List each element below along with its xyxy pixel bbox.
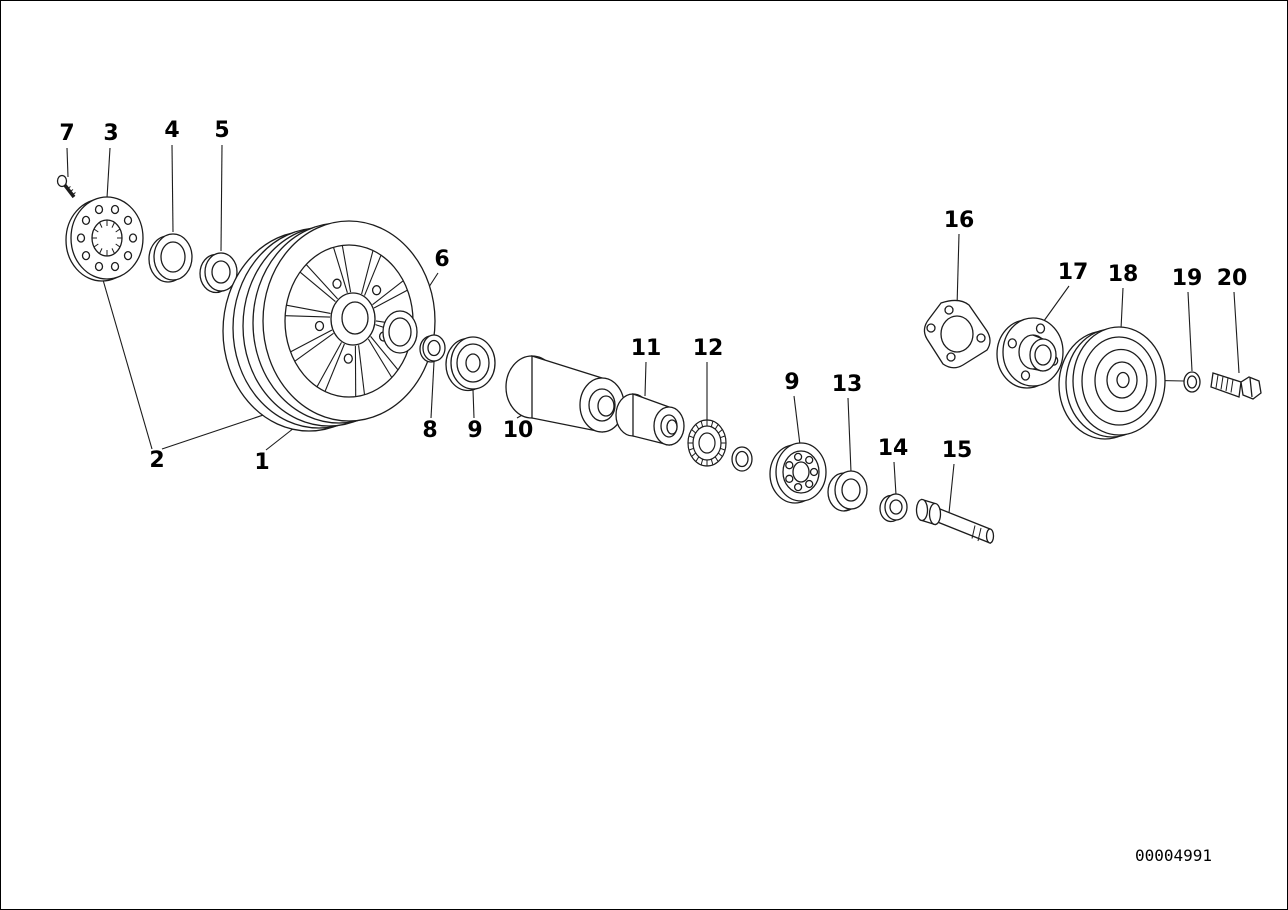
part-label-15: 15 [941,438,973,463]
part-label-5: 5 [214,118,230,143]
part-19-washer-drawing [1183,371,1201,393]
part-16-gasket-drawing [923,299,991,369]
part-15-axle-drawing [915,498,995,544]
part-label-20: 20 [1216,266,1248,291]
part-label-14: 14 [877,436,909,461]
part-10-spacer-drawing [505,355,625,433]
part-label-10: 10 [502,418,534,443]
wheel-spokes [285,245,413,397]
part-label-9-rear: 9 [784,370,800,395]
part-9-bearing-rear-drawing [769,442,827,504]
part-11-bushing-drawing [615,393,685,446]
part-5-bushing-drawing [199,252,238,294]
part-9-bearing-front-drawing [445,336,496,392]
part-14-bushing-drawing [879,493,908,523]
diagram-number: 00004991 [1135,846,1213,865]
part-4-washer-drawing [148,233,193,283]
part-label-19: 19 [1171,266,1203,291]
part-6-ring-drawing [382,310,418,354]
part-label-12: 12 [692,336,724,361]
part-8-ring-drawing [419,334,446,363]
leader-lines [66,144,1240,514]
part-label-4: 4 [164,118,180,143]
part-label-7: 7 [59,121,75,146]
part-13-ring-drawing [827,470,868,512]
wheel-drawing [222,220,436,432]
part-12-toothed-washer-drawing [687,419,727,467]
part-18-pulley-drawing [1058,326,1166,440]
part-label-18: 18 [1107,262,1139,287]
part-label-9-front: 9 [467,418,483,443]
part-3-flange-drawing [65,196,144,282]
part-label-8: 8 [422,418,438,443]
part-label-13: 13 [831,372,863,397]
spacer-ring-drawing [731,446,753,472]
part-7-screw-drawing [56,174,76,199]
part-label-11: 11 [630,336,662,361]
part-label-6: 6 [434,247,450,272]
part-label-17: 17 [1057,260,1089,285]
part-label-3: 3 [103,121,119,146]
part-label-16: 16 [943,208,975,233]
part-label-1: 1 [254,450,270,475]
part-20-bolt-drawing [1210,372,1262,400]
part-17-flange-drawing [996,317,1064,389]
part-label-2: 2 [149,448,165,473]
